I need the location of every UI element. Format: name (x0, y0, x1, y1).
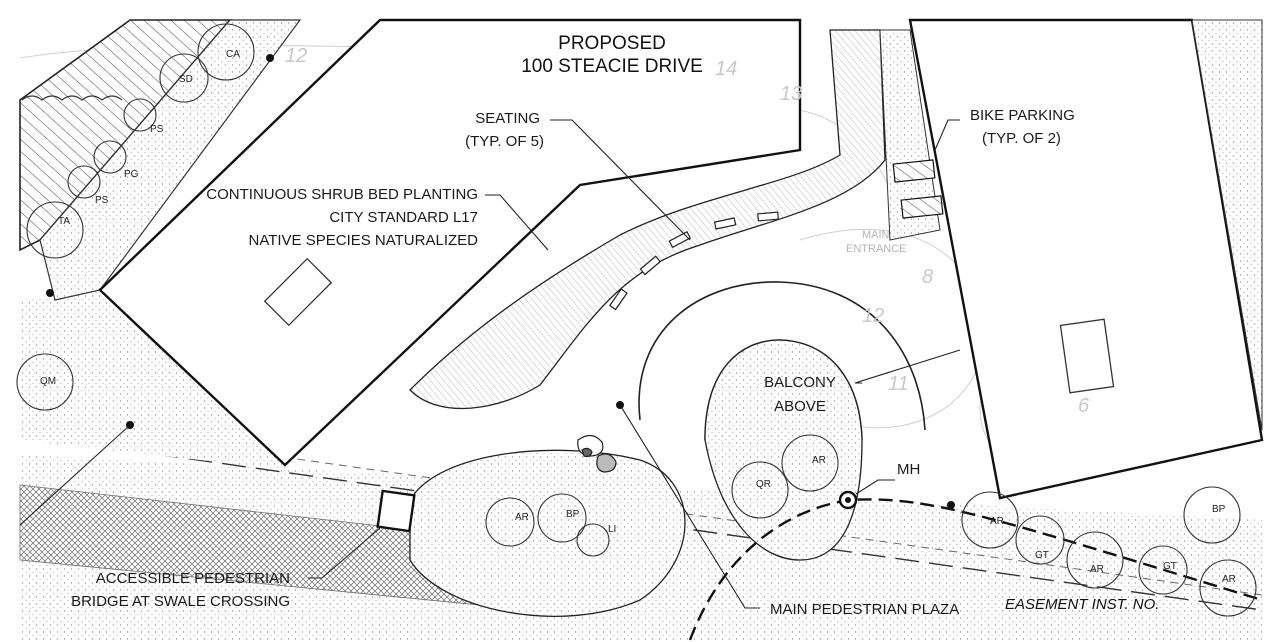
tree-label: AR (1222, 574, 1236, 585)
seating-label-1: SEATING (475, 110, 540, 127)
contour-label: 12 (285, 45, 307, 67)
building-skylight (263, 257, 333, 327)
tree-labels: CA SD PS PG PS TA QM AR BP LI QR AR AR G… (40, 49, 1236, 585)
tree-label: GT (1163, 561, 1177, 572)
title-line-1: PROPOSED (558, 33, 666, 54)
tree-label: AR (515, 512, 529, 523)
rock-cluster (577, 434, 617, 473)
bridge-label-1: ACCESSIBLE PEDESTRIAN (96, 570, 290, 587)
trees (16, 23, 1257, 617)
tree-label: LI (608, 524, 616, 535)
contour-label: 6 (1078, 395, 1090, 417)
left-lawn (20, 290, 290, 470)
tree-label: PG (124, 169, 139, 180)
mh-label: MH (897, 461, 920, 478)
bridge-label-2: BRIDGE AT SWALE CROSSING (71, 593, 290, 610)
shrub-label-3: NATIVE SPECIES NATURALIZED (249, 232, 479, 249)
contour-label: 12 (862, 305, 884, 327)
pedestrian-path-curve (688, 498, 1263, 641)
tree-label: GT (1035, 550, 1049, 561)
bridge (376, 489, 416, 533)
tree-label: SD (179, 74, 193, 85)
balcony-label-1: BALCONY (764, 374, 836, 391)
tree-label: AR (990, 516, 1004, 527)
tree-label: PS (95, 195, 109, 206)
right-building (908, 18, 1264, 500)
tree-label: BP (566, 509, 580, 520)
contour-label: 11 (888, 373, 909, 395)
easement-label: EASEMENT INST. NO. (1005, 596, 1159, 613)
scalloped-edge (21, 95, 123, 101)
right-building-skylight (1059, 318, 1115, 394)
tree-label: AR (1090, 564, 1104, 575)
seating-label-2: (TYP. OF 5) (465, 133, 544, 150)
tree-label: PS (150, 124, 164, 135)
plaza-stipple-oval (409, 449, 686, 617)
bike-rack-2 (900, 195, 944, 219)
entrance-plaza (879, 29, 941, 241)
tree-label: TA (58, 216, 70, 227)
tree-label: AR (812, 455, 826, 466)
proposed-building-pad (98, 18, 802, 467)
plaza-label: MAIN PEDESTRIAN PLAZA (770, 601, 959, 618)
shrub-label-2: CITY STANDARD L17 (329, 209, 478, 226)
curved-shrub-bed (409, 29, 886, 410)
bike-rack-1 (892, 159, 936, 183)
contour-label: 13 (780, 83, 802, 105)
contour-label: 14 (715, 58, 737, 80)
leaders (19, 119, 961, 609)
bike-label-1: BIKE PARKING (970, 107, 1075, 124)
tree-label: QR (756, 479, 771, 490)
contour-label: 8 (922, 266, 933, 288)
main-entrance-label-2: ENTRANCE (846, 243, 907, 255)
main-entrance-label-1: MAIN (862, 229, 890, 241)
shrub-label-1: CONTINUOUS SHRUB BED PLANTING (206, 186, 478, 203)
balcony-label-2: ABOVE (774, 398, 826, 415)
tree-label: CA (226, 49, 240, 60)
tree-label: QM (40, 376, 56, 387)
title-line-2: 100 STEACIE DRIVE (521, 56, 703, 77)
bike-label-2: (TYP. OF 2) (982, 130, 1061, 147)
right-lawn (1191, 19, 1263, 431)
tree-label: BP (1212, 504, 1226, 515)
